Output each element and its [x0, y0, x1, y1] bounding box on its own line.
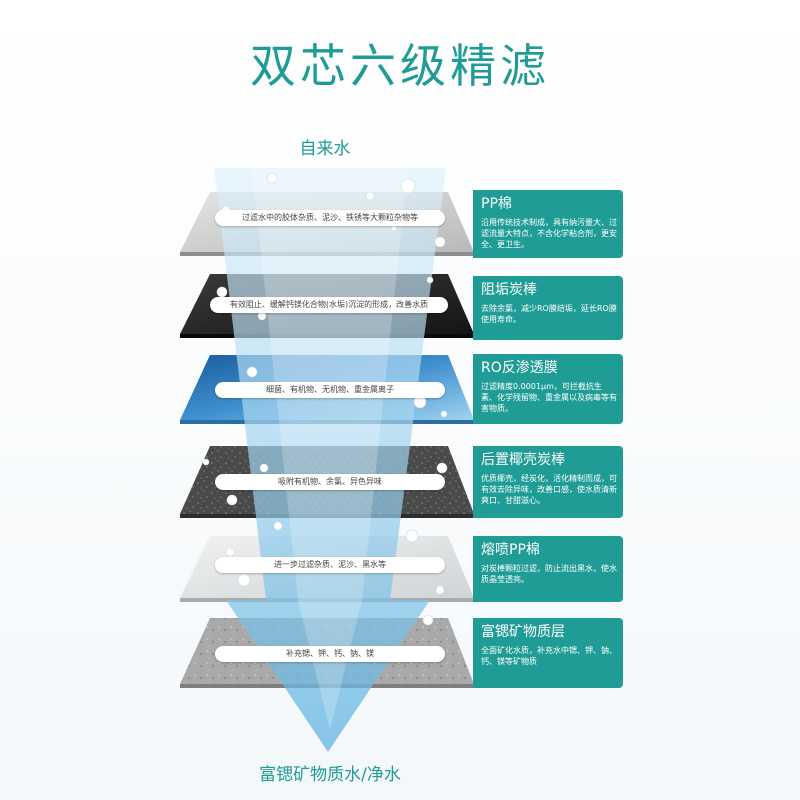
card-mineral: 富锶矿物质层 全面矿化水质，补充水中锶、钾、钠、钙、镁等矿物质: [473, 618, 623, 688]
layer-bar-scale-carbon: 有效阻止、缓解钙镁化合物(水垢)沉淀的形成，改善水质: [210, 297, 448, 313]
layer-bar-mineral: 补充锶、钾、钙、钠、镁: [215, 646, 445, 662]
layer-bar-pp: 过滤水中的胶体杂质、泥沙、铁锈等大颗粒杂物等: [215, 210, 445, 226]
layer-bar-coconut-carbon: 吸附有机物、余氯、异色异味: [215, 474, 445, 490]
card-title-ro: RO反渗透膜: [481, 360, 558, 376]
card-ro: RO反渗透膜 过滤精度0.0001μm，可拦截抗生素、化学残留物、重金属以及病毒…: [473, 354, 623, 424]
card-coconut-carbon: 后置椰壳炭棒 优质椰壳，经炭化，活化精制而成，可有效去除异味，改善口感，使水质清…: [473, 446, 623, 518]
card-desc-ro: 过滤精度0.0001μm，可拦截抗生素、化学残留物、重金属以及病毒等有害物质。: [481, 382, 617, 413]
card-title-coconut-carbon: 后置椰壳炭棒: [481, 452, 565, 468]
card-meltblown: 熔喷PP棉 对炭棒颗粒过滤，防止流出黑水，使水质晶莹透亮。: [473, 536, 623, 602]
outlet-label: 富锶矿物质水/净水: [259, 765, 401, 785]
card-desc-scale-carbon: 去除余氯，减少RO膜结垢，延长RO膜使用寿命。: [481, 304, 617, 324]
card-pp: PP棉 沿用传统技术制成，具有纳污量大、过滤流量大特点，不含化学粘合剂，更安全、…: [473, 190, 623, 258]
card-scale-carbon: 阻垢炭棒 去除余氯，减少RO膜结垢，延长RO膜使用寿命。: [473, 276, 623, 340]
layer-bar-ro: 细菌、有机物、无机物、重金属离子: [215, 382, 445, 398]
card-desc-meltblown: 对炭棒颗粒过滤，防止流出黑水，使水质晶莹透亮。: [481, 564, 617, 584]
card-desc-mineral: 全面矿化水质，补充水中锶、钾、钠、钙、镁等矿物质: [481, 646, 617, 666]
card-desc-pp: 沿用传统技术制成，具有纳污量大、过滤流量大特点，不含化学粘合剂，更安全、更卫生。: [481, 218, 617, 249]
page-title: 双芯六级精滤: [250, 39, 550, 93]
card-title-mineral: 富锶矿物质层: [481, 624, 565, 640]
layer-bar-meltblown: 进一步过滤杂质、泥沙、黑水等: [215, 557, 445, 573]
water-flow-arrow: [214, 168, 446, 752]
card-title-meltblown: 熔喷PP棉: [481, 542, 540, 558]
card-desc-coconut-carbon: 优质椰壳，经炭化，活化精制而成，可有效去除异味，改善口感，使水质清新爽口、甘甜滋…: [481, 474, 617, 505]
card-title-pp: PP棉: [481, 196, 512, 212]
card-title-scale-carbon: 阻垢炭棒: [481, 282, 537, 298]
inlet-label: 自来水: [299, 139, 351, 159]
